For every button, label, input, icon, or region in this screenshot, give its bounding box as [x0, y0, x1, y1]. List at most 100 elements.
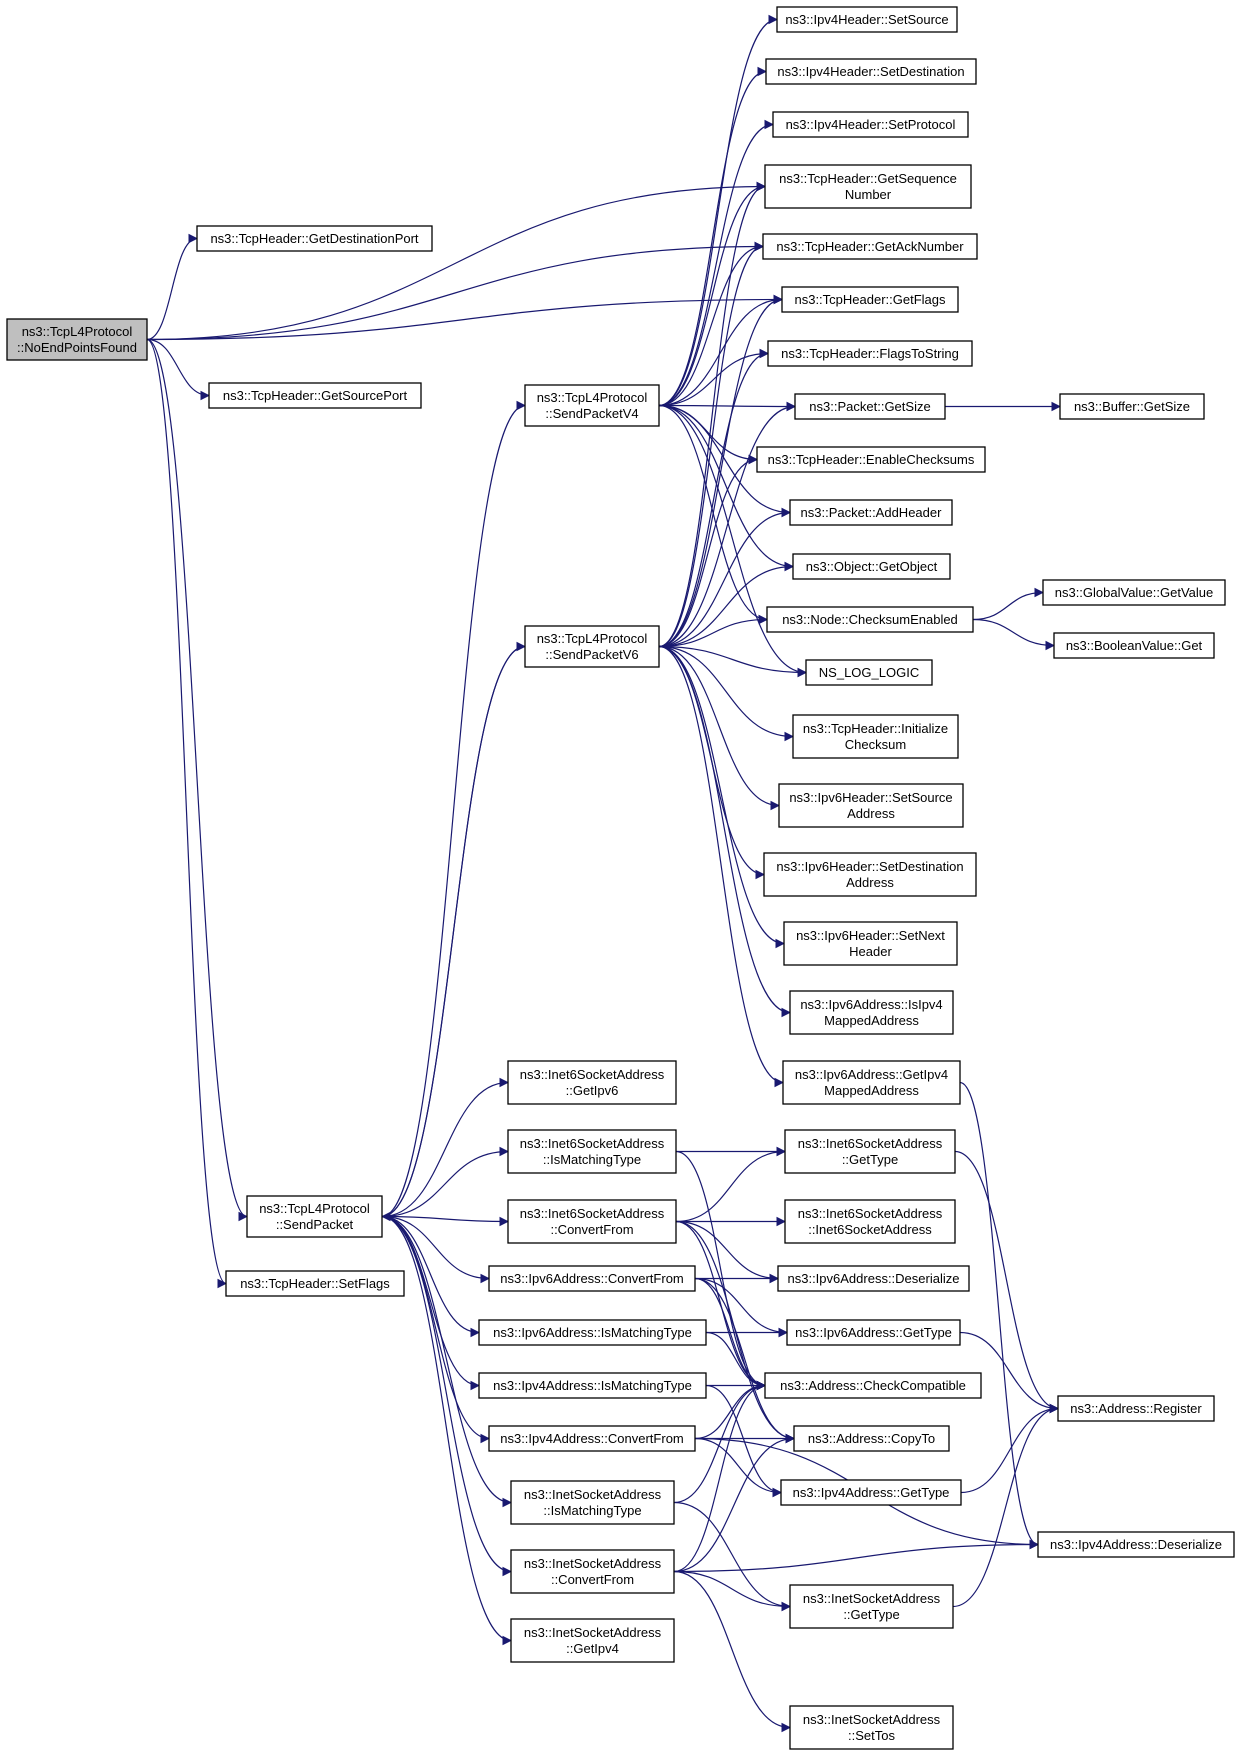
node-label-line: ns3::Ipv6Address::IsMatchingType	[493, 1325, 692, 1340]
node-ip4Conv[interactable]: ns3::Ipv4Address::ConvertFrom	[488, 1425, 696, 1452]
edge-sendPacket-to-sendV4	[381, 400, 526, 1218]
edge-i6sConv-to-ip6Deser	[675, 1220, 779, 1284]
node-setFlags[interactable]: ns3::TcpHeader::SetFlags	[225, 1270, 405, 1297]
node-box	[781, 286, 959, 313]
edge-sendV6-to-addHeader	[658, 507, 791, 648]
node-label-line: ns3::Inet6SocketAddress	[798, 1136, 943, 1151]
edge-sendPacket-to-isConv	[381, 1215, 512, 1577]
edge-isGetType-to-addrRegister	[952, 1403, 1059, 1608]
node-box	[478, 1319, 707, 1346]
edge-csEnabled-to-gvGetValue	[972, 587, 1044, 621]
node-label-line: ns3::TcpHeader::FlagsToString	[781, 346, 959, 361]
node-getSrcPort[interactable]: ns3::TcpHeader::GetSourcePort	[208, 382, 422, 409]
node-ip4SetSource[interactable]: ns3::Ipv4Header::SetSource	[776, 6, 958, 33]
edge-sendPacket-to-ip6IsMatch	[381, 1215, 480, 1338]
node-label-line: ns3::Ipv6Address::GetType	[795, 1325, 952, 1340]
node-ip4SetDest[interactable]: ns3::Ipv4Header::SetDestination	[765, 58, 977, 85]
node-box	[784, 1199, 956, 1244]
node-addrRegister[interactable]: ns3::Address::Register	[1057, 1395, 1215, 1422]
node-nsLog[interactable]: NS_LOG_LOGIC	[805, 659, 933, 686]
edge-isConv-to-ip4Deser	[673, 1539, 1039, 1573]
node-getAck[interactable]: ns3::TcpHeader::GetAckNumber	[762, 233, 978, 260]
node-getDestPort[interactable]: ns3::TcpHeader::GetDestinationPort	[196, 225, 433, 252]
node-sendV4[interactable]: ns3::TcpL4Protocol::SendPacketV4	[524, 384, 660, 427]
node-label-line: ns3::Ipv6Header::SetSource	[789, 790, 952, 805]
node-i6sGetType[interactable]: ns3::Inet6SocketAddress::GetType	[784, 1129, 956, 1174]
node-ip6Conv[interactable]: ns3::Ipv6Address::ConvertFrom	[488, 1265, 696, 1292]
node-label-line: Header	[849, 944, 892, 959]
node-box	[792, 714, 959, 759]
node-box	[488, 1425, 696, 1452]
node-label-line: ::SendPacketV4	[545, 406, 638, 421]
edge-sendV4-to-nsLog	[658, 404, 807, 678]
node-label-line: ns3::Ipv4Address::IsMatchingType	[493, 1378, 692, 1393]
node-flagsToStr[interactable]: ns3::TcpHeader::FlagsToString	[767, 340, 973, 367]
node-box	[793, 1425, 950, 1452]
node-ip4Deser[interactable]: ns3::Ipv4Address::Deserialize	[1037, 1531, 1235, 1558]
node-isGetIpv4[interactable]: ns3::InetSocketAddress::GetIpv4	[510, 1618, 675, 1663]
edge-sendV6-to-isV4Mapped	[658, 645, 791, 1018]
node-isIsMatch[interactable]: ns3::InetSocketAddress::IsMatchingType	[510, 1480, 675, 1525]
node-label-line: ns3::Ipv6Header::SetNext	[796, 928, 945, 943]
node-label-line: ns3::Ipv6Address::Deserialize	[788, 1271, 960, 1286]
node-root[interactable]: ns3::TcpL4Protocol::NoEndPointsFound	[6, 318, 148, 361]
node-isGetType[interactable]: ns3::InetSocketAddress::GetType	[789, 1584, 954, 1629]
edge-sendPacket-to-i6sIsMatch	[381, 1146, 509, 1218]
node-ip6GetType[interactable]: ns3::Ipv6Address::GetType	[786, 1319, 961, 1346]
node-ip4IsMatch[interactable]: ns3::Ipv4Address::IsMatchingType	[478, 1372, 707, 1399]
node-i6sIsMatch[interactable]: ns3::Inet6SocketAddress::IsMatchingType	[507, 1129, 677, 1174]
node-getObject[interactable]: ns3::Object::GetObject	[792, 553, 951, 580]
node-box	[784, 1129, 956, 1174]
node-bufGetSize[interactable]: ns3::Buffer::GetSize	[1059, 393, 1205, 420]
node-label-line: ns3::GlobalValue::GetValue	[1055, 585, 1214, 600]
node-pktGetSize[interactable]: ns3::Packet::GetSize	[794, 393, 946, 420]
node-i6sCtor[interactable]: ns3::Inet6SocketAddress::Inet6SocketAddr…	[784, 1199, 956, 1244]
node-i6sConv[interactable]: ns3::Inet6SocketAddress::ConvertFrom	[507, 1199, 677, 1244]
node-ip6Deser[interactable]: ns3::Ipv6Address::Deserialize	[777, 1265, 970, 1292]
node-box	[6, 318, 148, 361]
node-sendPacket[interactable]: ns3::TcpL4Protocol::SendPacket	[246, 1195, 383, 1238]
edge-sendV6-to-getFlags	[658, 294, 783, 648]
node-box	[1042, 579, 1226, 606]
edge-isConv-to-isGetType	[673, 1570, 791, 1612]
node-ip4GetType[interactable]: ns3::Ipv4Address::GetType	[780, 1479, 962, 1506]
edges-layer	[146, 14, 1061, 1733]
node-ip4SetProto[interactable]: ns3::Ipv4Header::SetProtocol	[772, 111, 969, 138]
edge-sendV6-to-csEnabled	[658, 614, 768, 648]
node-sendV6[interactable]: ns3::TcpL4Protocol::SendPacketV6	[524, 625, 660, 668]
node-box	[507, 1060, 677, 1105]
node-box	[764, 1372, 982, 1399]
edge-root-to-sendPacket	[146, 338, 248, 1222]
edge-root-to-getSrcPort	[146, 338, 210, 401]
edge-sendV4-to-ip4SetSource	[658, 14, 778, 407]
node-enableCs[interactable]: ns3::TcpHeader::EnableChecksums	[756, 446, 986, 473]
node-label-line: ::GetIpv4	[566, 1641, 619, 1656]
node-gvGetValue[interactable]: ns3::GlobalValue::GetValue	[1042, 579, 1226, 606]
node-box	[786, 1319, 961, 1346]
node-addrCopyTo[interactable]: ns3::Address::CopyTo	[793, 1425, 950, 1452]
node-boolGet[interactable]: ns3::BooleanValue::Get	[1053, 632, 1215, 659]
edge-isIsMatch-to-addrCheck	[673, 1380, 766, 1504]
node-box	[208, 382, 422, 409]
node-box	[507, 1129, 677, 1174]
node-label-line: ns3::TcpHeader::GetDestinationPort	[210, 231, 418, 246]
node-label-line: ::Inet6SocketAddress	[808, 1222, 932, 1237]
node-getFlags[interactable]: ns3::TcpHeader::GetFlags	[781, 286, 959, 313]
node-isConv[interactable]: ns3::InetSocketAddress::ConvertFrom	[510, 1549, 675, 1594]
node-box	[507, 1199, 677, 1244]
node-ip6IsMatch[interactable]: ns3::Ipv6Address::IsMatchingType	[478, 1319, 707, 1346]
node-addrCheck[interactable]: ns3::Address::CheckCompatible	[764, 1372, 982, 1399]
node-i6sGetIpv6[interactable]: ns3::Inet6SocketAddress::GetIpv6	[507, 1060, 677, 1105]
edge-ip6Conv-to-addrCopyTo	[694, 1277, 795, 1444]
node-isSetTos[interactable]: ns3::InetSocketAddress::SetTos	[789, 1705, 954, 1750]
node-addHeader[interactable]: ns3::Packet::AddHeader	[789, 499, 953, 526]
node-csEnabled[interactable]: ns3::Node::ChecksumEnabled	[766, 606, 974, 633]
